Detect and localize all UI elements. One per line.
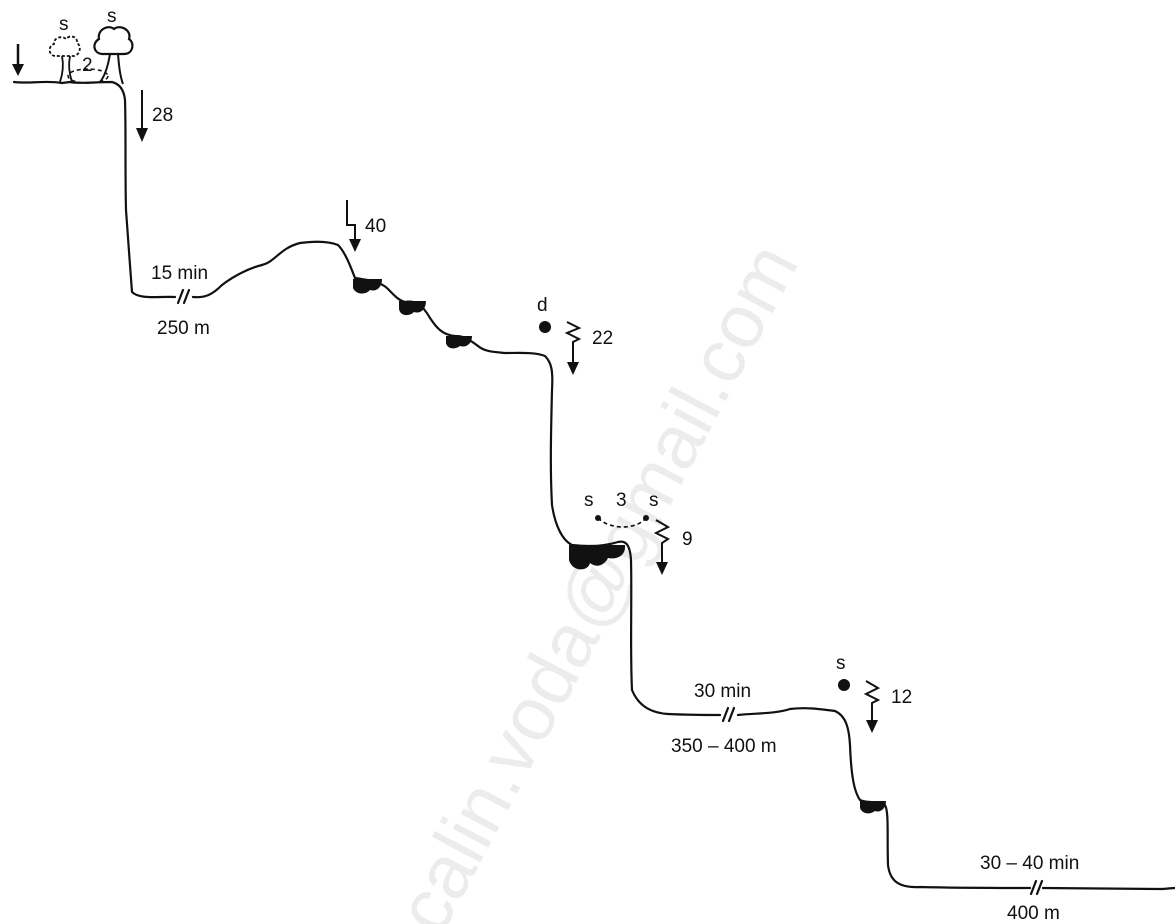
walk-break-marker-2 <box>721 706 736 723</box>
canyon-profile-line <box>12 80 1175 891</box>
top-anchor-left-label: s <box>59 14 69 35</box>
deviation-marker-label: d <box>537 295 548 316</box>
walk-3-distance-label: 400 m <box>1007 903 1060 924</box>
sling-between-trees <box>67 68 109 84</box>
rappel-22-label: 22 <box>592 328 613 349</box>
pool-2-icon <box>399 301 426 316</box>
tree-anchor-left-icon <box>48 35 81 83</box>
walk-break-marker-3 <box>1029 879 1044 896</box>
walk-break-marker-1 <box>176 288 191 305</box>
rappel-9-label: 9 <box>682 529 693 550</box>
rappel-28-label: 28 <box>152 105 173 126</box>
rappel-arrow-9-icon <box>653 519 671 575</box>
rappel-arrow-22-icon <box>564 321 582 375</box>
mid-anchor-left-label: s <box>584 490 594 511</box>
walk-1-distance-label: 250 m <box>157 318 210 339</box>
rappel-40-label: 40 <box>365 216 386 237</box>
walk-3-time-label: 30 – 40 min <box>980 853 1079 874</box>
top-anchor-right-label: s <box>107 6 117 27</box>
bolt-anchor-12-icon <box>838 679 850 691</box>
pool-large-icon <box>569 545 626 570</box>
mid-anchor-right-label: s <box>649 490 659 511</box>
rappel-arrow-40-icon <box>346 200 361 252</box>
walk-1-time-label: 15 min <box>151 263 208 284</box>
pool-final-icon <box>860 801 886 814</box>
walk-2-time-label: 30 min <box>694 681 751 702</box>
bolt-anchor-d-icon <box>539 321 551 333</box>
rappel-arrow-28-icon <box>136 90 148 142</box>
pool-3-icon <box>446 336 472 349</box>
top-anchor-span-label: 2 <box>82 55 93 76</box>
rappel-12-label: 12 <box>891 687 912 708</box>
rappel-arrow-12-icon <box>863 680 881 733</box>
mid-anchor-span-label: 3 <box>616 490 627 511</box>
single-anchor-label: s <box>836 653 846 674</box>
walk-2-distance-label: 350 – 400 m <box>671 736 777 757</box>
pool-1-icon <box>353 279 382 294</box>
entry-arrow-icon <box>12 44 24 76</box>
tree-anchor-right-icon <box>93 26 134 85</box>
